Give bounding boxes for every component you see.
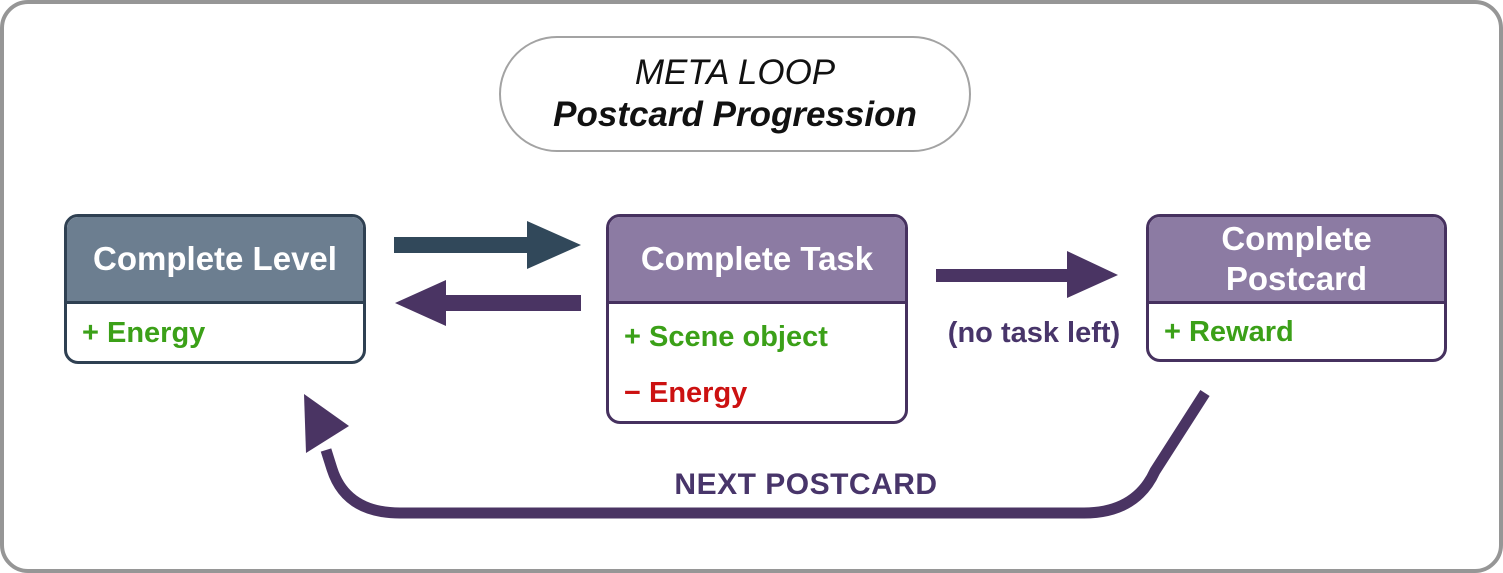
effect-label: + Scene object bbox=[624, 321, 828, 353]
effect-label: − Energy bbox=[624, 377, 748, 409]
effect-label: + Energy bbox=[82, 316, 206, 349]
node-complete-level: Complete Level + Energy bbox=[64, 214, 366, 364]
node-complete-task: Complete Task + Scene object − Energy bbox=[606, 214, 908, 424]
arrow-next-postcard-head-icon bbox=[304, 394, 349, 453]
node-title: Complete Task bbox=[609, 217, 905, 304]
diagram-title: META LOOP bbox=[634, 53, 836, 92]
node-complete-postcard: Complete Postcard + Reward bbox=[1146, 214, 1447, 362]
diagram-subtitle: Postcard Progression bbox=[553, 95, 917, 134]
edge-label-no-task-left: (no task left) bbox=[947, 317, 1121, 349]
arrow-level-to-task-icon bbox=[394, 221, 581, 269]
effect-label: + Reward bbox=[1164, 315, 1294, 348]
arrow-task-to-postcard-icon bbox=[936, 251, 1118, 298]
edge-label-next-postcard: NEXT POSTCARD bbox=[674, 468, 938, 501]
title-pill: META LOOP Postcard Progression bbox=[499, 36, 971, 152]
node-title: Complete Level bbox=[67, 217, 363, 304]
arrow-task-to-level-icon bbox=[395, 280, 581, 326]
node-title: Complete Postcard bbox=[1149, 217, 1444, 304]
